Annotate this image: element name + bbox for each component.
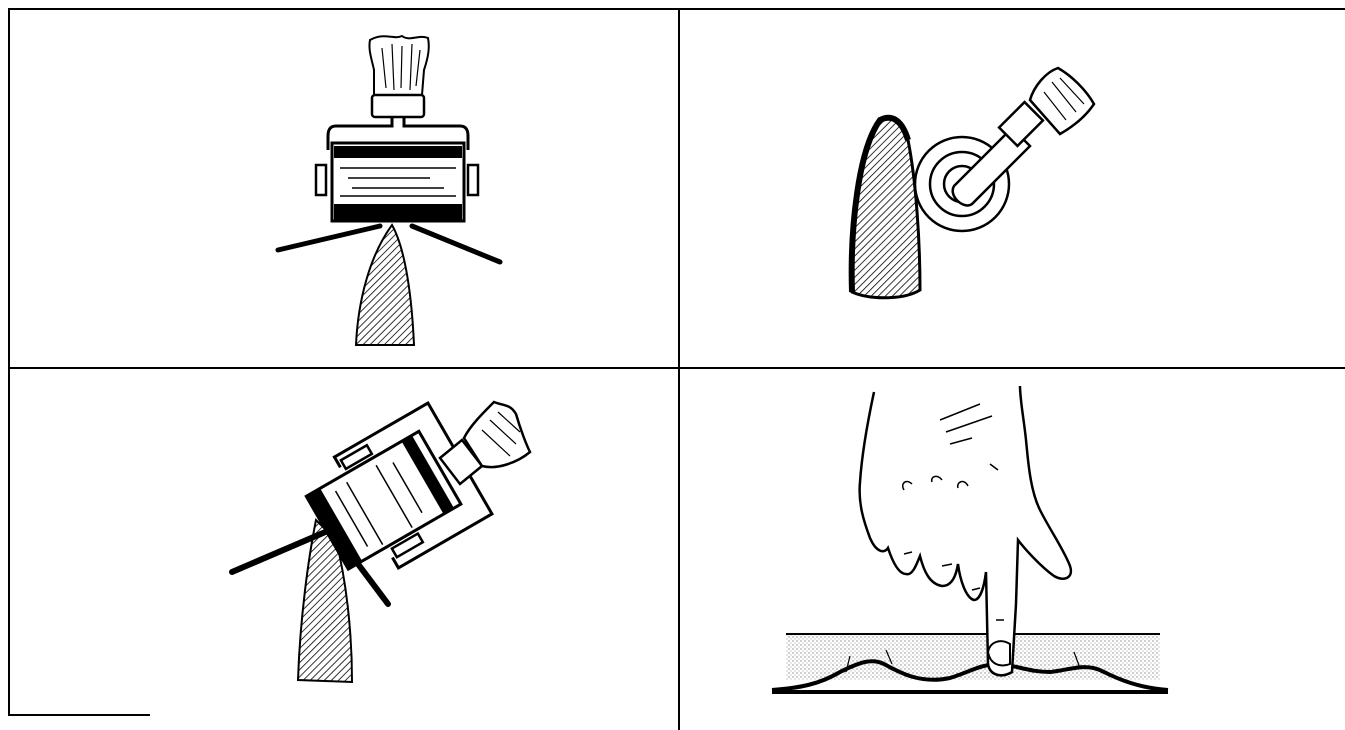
roller-left-cap (316, 165, 326, 195)
finger-pressing-panel (772, 386, 1168, 692)
hatched-peak (356, 225, 414, 345)
panel-grid (8, 9, 1345, 730)
roller-angled-view-panel (232, 391, 530, 682)
roller-band-top (334, 146, 462, 158)
hand (860, 386, 1071, 675)
roller-end-view-panel (278, 36, 500, 345)
brush-end-view-panel (852, 68, 1094, 298)
roller-right-cap (468, 165, 478, 195)
brush-ferrule (372, 95, 424, 117)
hatched-peak-thick (852, 118, 920, 298)
roller-band-bottom (334, 204, 462, 220)
brush-tuft (369, 36, 428, 95)
